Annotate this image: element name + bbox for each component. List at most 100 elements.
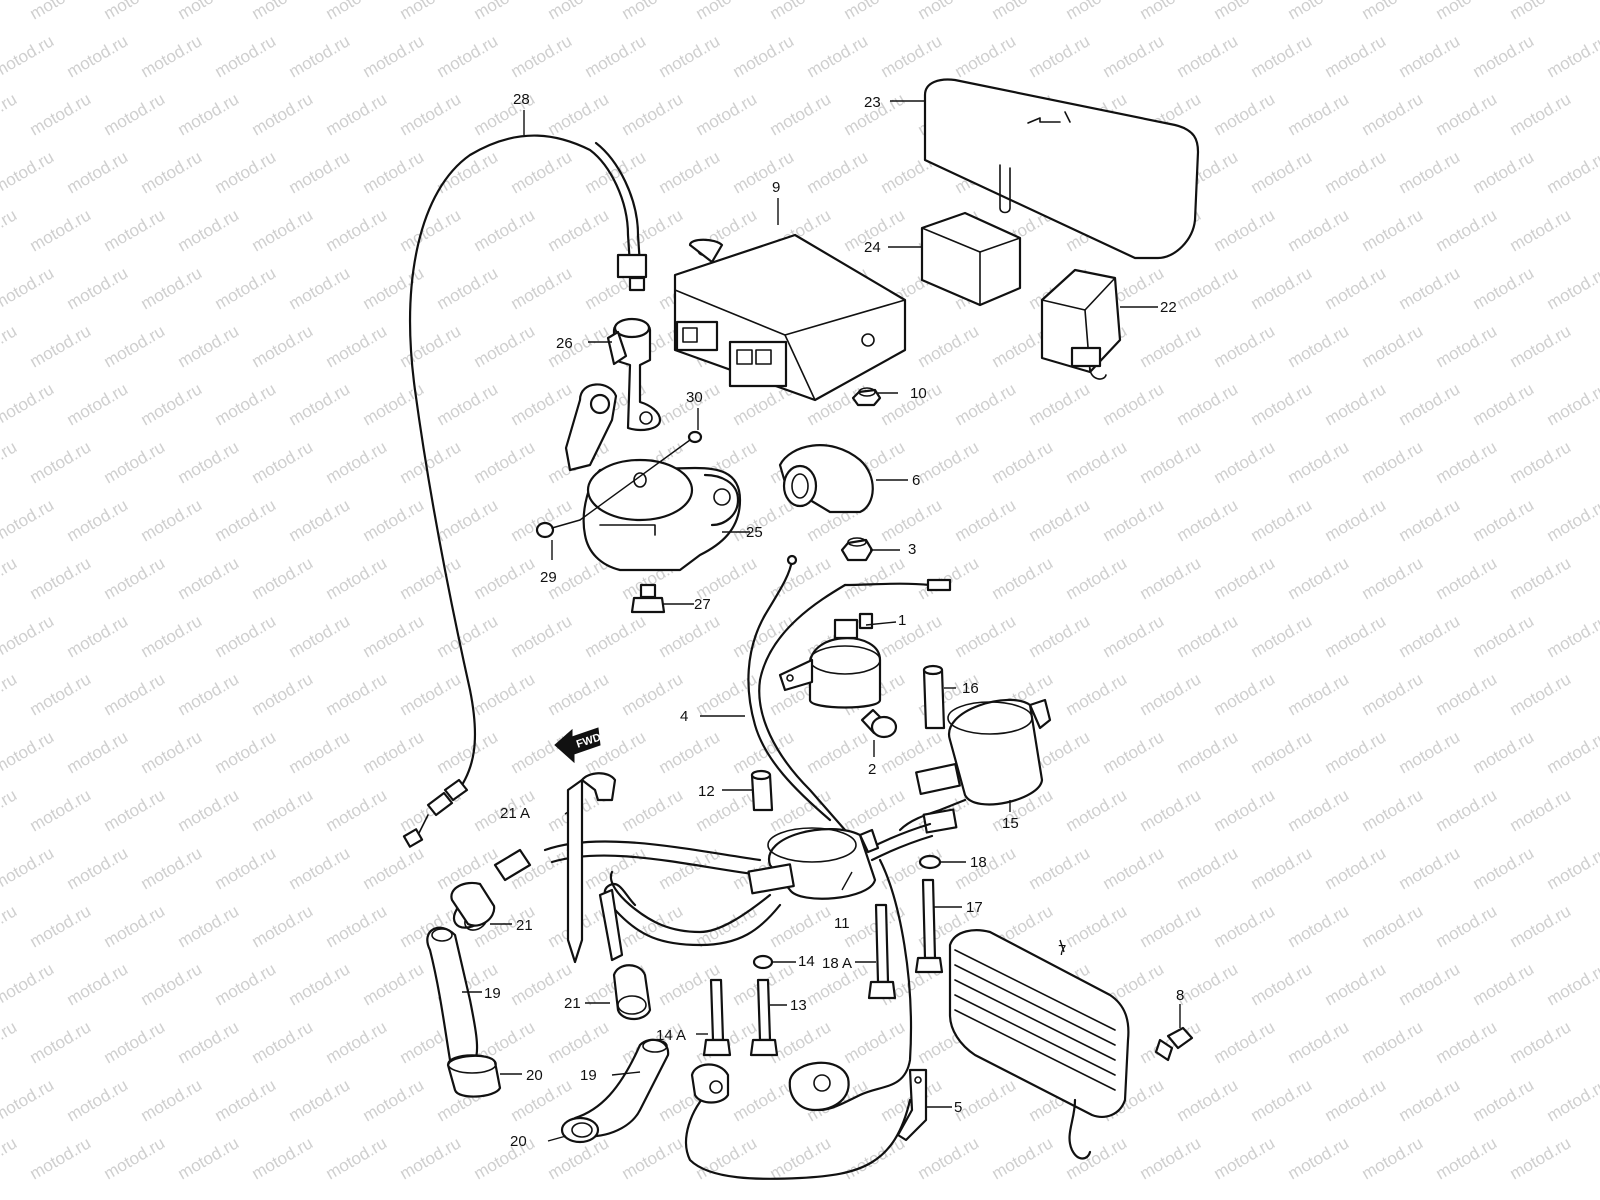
watermark-text: motod.ru: [64, 727, 132, 777]
watermark-text: motod.ru: [138, 147, 206, 197]
watermark-text: motod.ru: [1248, 1075, 1316, 1125]
watermark-text: motod.ru: [249, 901, 317, 951]
callout-23: 23: [864, 94, 881, 111]
watermark-text: motod.ru: [0, 669, 20, 719]
callout-22: 22: [1160, 299, 1177, 316]
watermark-text: motod.ru: [582, 147, 650, 197]
watermark-text: motod.ru: [471, 437, 539, 487]
part-22-relay: [1040, 268, 1122, 380]
watermark-text: motod.ru: [1507, 205, 1575, 255]
watermark-text: motod.ru: [1470, 727, 1538, 777]
watermark-text: motod.ru: [1248, 495, 1316, 545]
watermark-text: motod.ru: [878, 495, 946, 545]
watermark-text: motod.ru: [27, 437, 95, 487]
watermark-text: motod.ru: [619, 669, 687, 719]
callout-27: 27: [694, 596, 711, 613]
watermark-text: motod.ru: [1433, 437, 1501, 487]
part-17-bolt: [914, 878, 944, 974]
watermark-text: motod.ru: [1285, 785, 1353, 835]
watermark-text: motod.ru: [1211, 437, 1279, 487]
watermark-text: motod.ru: [1026, 379, 1094, 429]
watermark-text: motod.ru: [619, 785, 687, 835]
watermark-text: motod.ru: [0, 147, 57, 197]
watermark-text: motod.ru: [27, 1017, 95, 1067]
watermark-text: motod.ru: [286, 843, 354, 893]
watermark-text: motod.ru: [1433, 205, 1501, 255]
watermark-text: motod.ru: [508, 147, 576, 197]
watermark-text: motod.ru: [360, 959, 428, 1009]
watermark-text: motod.ru: [0, 89, 20, 139]
watermark-text: motod.ru: [0, 959, 57, 1009]
watermark-text: motod.ru: [101, 1133, 169, 1183]
part-30-washer: [687, 430, 703, 444]
watermark-text: motod.ru: [175, 901, 243, 951]
watermark-text: motod.ru: [730, 31, 798, 81]
watermark-text: motod.ru: [1433, 0, 1501, 23]
watermark-text: motod.ru: [1211, 89, 1279, 139]
watermark-text: motod.ru: [508, 611, 576, 661]
watermark-text: motod.ru: [434, 263, 502, 313]
watermark-text: motod.ru: [1137, 553, 1205, 603]
watermark-text: motod.ru: [101, 1017, 169, 1067]
watermark-text: motod.ru: [1211, 0, 1279, 23]
watermark-text: motod.ru: [212, 495, 280, 545]
watermark-text: motod.ru: [1322, 611, 1390, 661]
watermark-text: motod.ru: [1211, 1017, 1279, 1067]
part-21-grommet-lower: [612, 964, 652, 1021]
watermark-text: motod.ru: [508, 263, 576, 313]
watermark-text: motod.ru: [1507, 553, 1575, 603]
watermark-text: motod.ru: [915, 1133, 983, 1183]
watermark-text: motod.ru: [1396, 495, 1464, 545]
callout-4: 4: [680, 708, 688, 725]
watermark-text: motod.ru: [767, 0, 835, 23]
watermark-text: motod.ru: [1507, 669, 1575, 719]
watermark-text: motod.ru: [1026, 31, 1094, 81]
watermark-text: motod.ru: [397, 321, 465, 371]
watermark-text: motod.ru: [841, 0, 909, 23]
watermark-text: motod.ru: [1359, 89, 1427, 139]
watermark-text: motod.ru: [545, 321, 613, 371]
watermark-text: motod.ru: [619, 0, 687, 23]
part-10-nut: [851, 387, 882, 407]
watermark-text: motod.ru: [1507, 321, 1575, 371]
callout-29: 29: [540, 569, 557, 586]
part-13-bolt: [749, 978, 779, 1057]
watermark-text: motod.ru: [1211, 669, 1279, 719]
part-8-bolt: [1154, 1026, 1194, 1062]
watermark-text: motod.ru: [841, 1133, 909, 1183]
watermark-text: motod.ru: [1544, 263, 1600, 313]
watermark-text: motod.ru: [1026, 611, 1094, 661]
watermark-text: motod.ru: [323, 669, 391, 719]
watermark-text: motod.ru: [0, 31, 57, 81]
watermark-text: motod.ru: [656, 31, 724, 81]
watermark-text: motod.ru: [989, 437, 1057, 487]
watermark-text: motod.ru: [1100, 611, 1168, 661]
watermark-text: motod.ru: [323, 205, 391, 255]
callout-13: 13: [790, 997, 807, 1014]
watermark-text: motod.ru: [27, 321, 95, 371]
watermark-text: motod.ru: [138, 263, 206, 313]
watermark-text: motod.ru: [1359, 901, 1427, 951]
watermark-text: motod.ru: [952, 495, 1020, 545]
watermark-text: motod.ru: [0, 1017, 20, 1067]
watermark-text: motod.ru: [323, 553, 391, 603]
watermark-text: motod.ru: [323, 0, 391, 23]
watermark-text: motod.ru: [1285, 321, 1353, 371]
watermark-text: motod.ru: [27, 205, 95, 255]
watermark-text: motod.ru: [1396, 147, 1464, 197]
watermark-text: motod.ru: [286, 147, 354, 197]
watermark-text: motod.ru: [1137, 1133, 1205, 1183]
watermark-text: motod.ru: [1322, 31, 1390, 81]
watermark-text: motod.ru: [952, 379, 1020, 429]
watermark-text: motod.ru: [1322, 843, 1390, 893]
watermark-text: motod.ru: [249, 1017, 317, 1067]
watermark-text: motod.ru: [508, 379, 576, 429]
watermark-text: motod.ru: [101, 89, 169, 139]
watermark-text: motod.ru: [1396, 263, 1464, 313]
watermark-text: motod.ru: [0, 611, 57, 661]
watermark-text: motod.ru: [434, 31, 502, 81]
watermark-text: motod.ru: [1359, 1017, 1427, 1067]
watermark-text: motod.ru: [1285, 1133, 1353, 1183]
watermark-text: motod.ru: [397, 205, 465, 255]
